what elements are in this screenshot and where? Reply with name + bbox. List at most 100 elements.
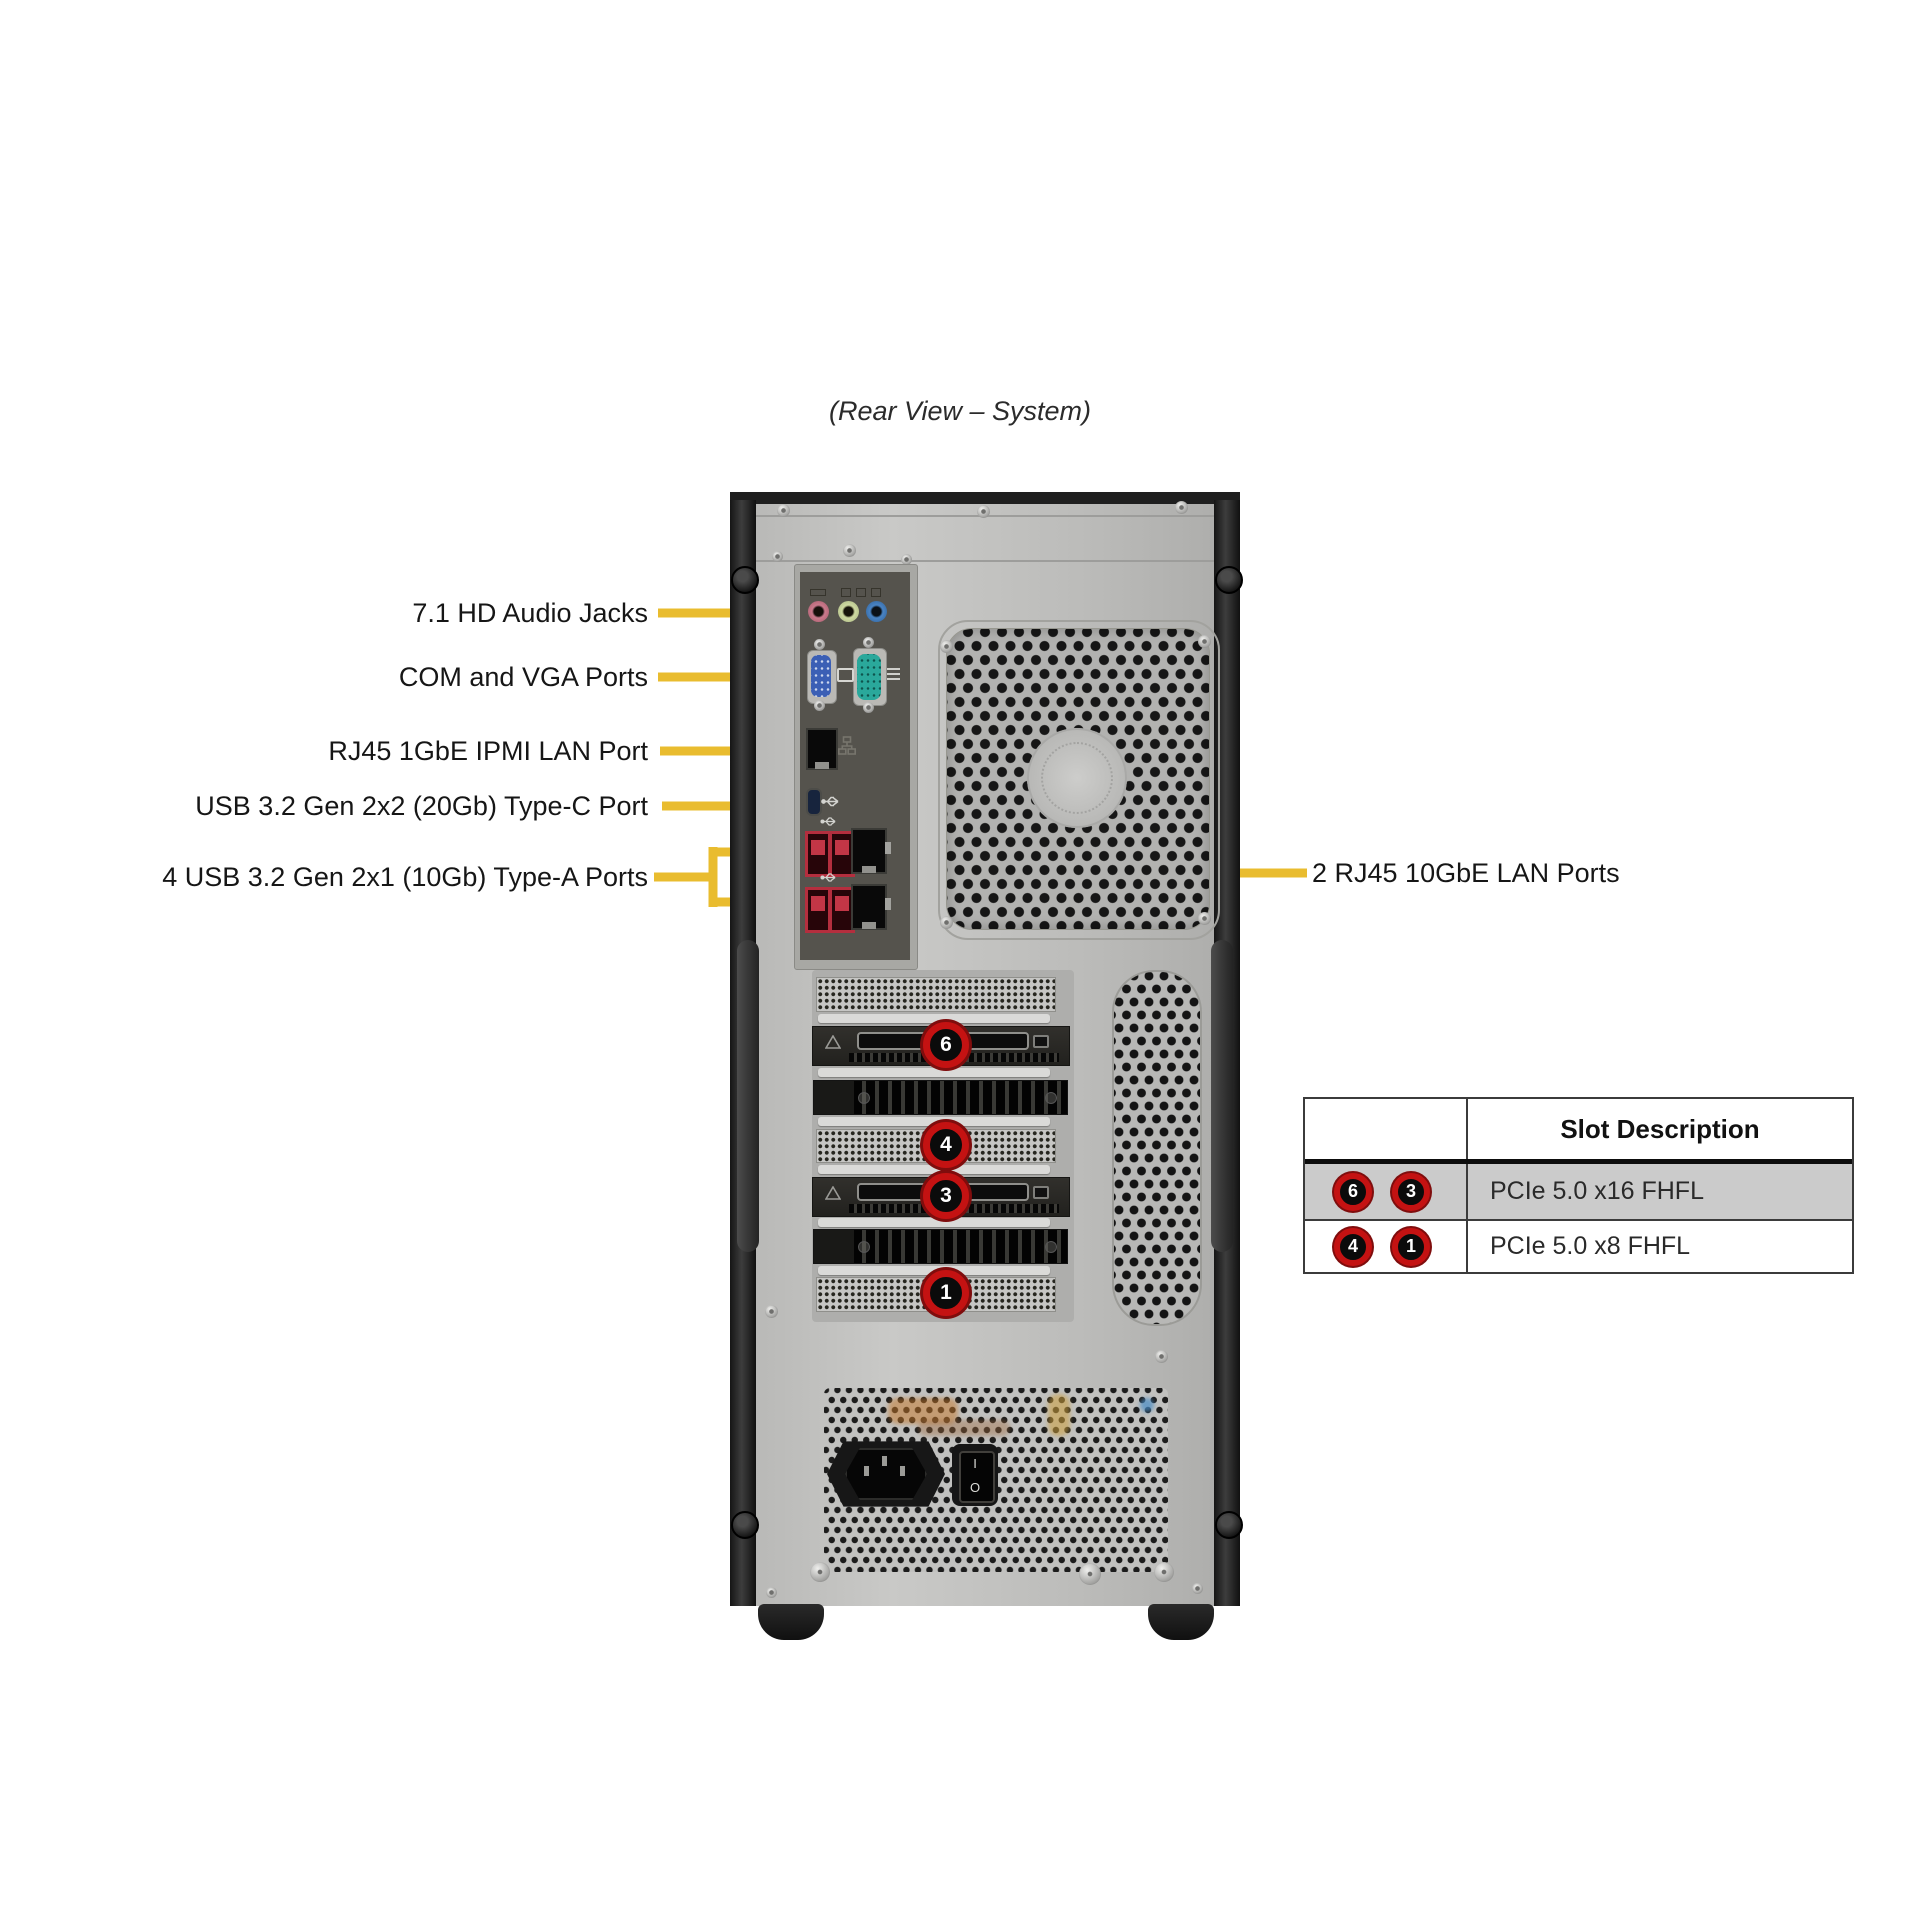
panel-seam: [756, 560, 1214, 562]
screw: [1045, 1092, 1057, 1104]
slot-cover-mesh-7: [816, 977, 1056, 1012]
label-usb-a: 4 USB 3.2 Gen 2x1 (10Gb) Type-A Ports: [162, 862, 648, 892]
usb-icon: [821, 796, 839, 807]
psu-wire-color-dots: [1140, 1398, 1154, 1412]
screw: [777, 504, 790, 517]
vga-port: [811, 655, 831, 697]
screw: [863, 637, 874, 648]
left-handle: [737, 940, 759, 1252]
psu-wire-color-dots: [918, 1420, 1010, 1436]
chassis-top-edge: [730, 492, 1240, 504]
lan-led: [885, 898, 891, 910]
audio-jack-linein: [866, 601, 887, 622]
ipmi-lan-port: [806, 728, 838, 770]
usb-a-port-1: [805, 831, 831, 877]
screw: [810, 1562, 830, 1582]
displayport-connector: [857, 1183, 931, 1201]
fan-hub: [1027, 728, 1127, 828]
audio-out-icon: [841, 588, 851, 597]
screw: [765, 1305, 778, 1318]
audio-mic-icon: [810, 589, 826, 596]
chassis-foot: [1148, 1604, 1214, 1640]
slot-badge-6: 6: [923, 1022, 969, 1068]
table-header-row: Slot Description: [1305, 1099, 1852, 1164]
label-10gbe-lan: 2 RJ45 10GbE LAN Ports: [1312, 858, 1620, 888]
screw: [766, 1587, 777, 1598]
audio-jack-lineout: [838, 601, 859, 622]
mount-hole: [1079, 1563, 1101, 1585]
screw: [940, 640, 953, 653]
usb-icon: [820, 873, 836, 882]
screw: [814, 639, 825, 650]
label-audio-jacks: 7.1 HD Audio Jacks: [412, 598, 648, 628]
screw: [977, 505, 990, 518]
psu-wire-color-dots: [888, 1398, 958, 1424]
rj45-tab: [862, 922, 876, 929]
slot-separator: [818, 1068, 1050, 1077]
table-badge-1: 1: [1392, 1227, 1430, 1266]
screw: [901, 554, 912, 565]
table-header-slot-description: Slot Description: [1560, 1113, 1760, 1144]
lan-led: [885, 842, 891, 854]
screw: [940, 916, 953, 929]
power-switch-off-mark: O: [969, 1480, 981, 1495]
table-badge-3: 3: [1392, 1172, 1430, 1211]
screw: [1045, 1241, 1057, 1253]
thumbscrew: [731, 566, 759, 594]
slot-separator: [818, 1117, 1050, 1126]
screw: [1198, 635, 1211, 648]
slot-vent-louver: [813, 1229, 1068, 1264]
lan-port-1: [851, 828, 887, 874]
screw: [814, 700, 825, 711]
usb-icon: [820, 817, 836, 826]
network-icon: [838, 736, 856, 755]
slot-separator: [818, 1014, 1050, 1023]
slot-badge-3: 3: [923, 1173, 969, 1219]
audio-spdif-icon: [871, 588, 881, 597]
table-row: 4 1 PCIe 5.0 x8 FHFL: [1305, 1221, 1852, 1272]
screw: [858, 1092, 870, 1104]
warning-icon: [825, 1186, 841, 1200]
slot-description-text: PCIe 5.0 x8 FHFL: [1490, 1232, 1691, 1260]
label-ipmi-lan: RJ45 1GbE IPMI LAN Port: [328, 736, 648, 766]
chassis-foot: [758, 1604, 824, 1640]
screw: [863, 702, 874, 713]
thumbscrew: [731, 1511, 759, 1539]
audio-jack-mic: [808, 601, 829, 622]
screw: [1154, 1562, 1174, 1582]
screw: [1192, 1583, 1203, 1594]
rj45-tab: [815, 762, 829, 769]
table-row: 6 3 PCIe 5.0 x16 FHFL: [1305, 1164, 1852, 1221]
slot-vent-louver: [813, 1080, 1068, 1115]
right-handle: [1211, 940, 1233, 1252]
figure-title: (Rear View – System): [828, 396, 1092, 426]
table-badge-6: 6: [1334, 1172, 1372, 1211]
thumbscrew: [1215, 1511, 1243, 1539]
power-pin: [900, 1466, 905, 1476]
screw: [858, 1241, 870, 1253]
usb-a-port-2: [829, 831, 855, 877]
warning-icon: [825, 1035, 841, 1049]
rj45-tab: [862, 866, 876, 873]
audio-in-icon: [856, 588, 866, 597]
fan-plate: [938, 620, 1220, 940]
connector-bit: [1033, 1186, 1049, 1199]
lan-port-2: [851, 884, 887, 930]
power-pin: [882, 1456, 887, 1466]
serial-icon: [887, 668, 900, 680]
psu-wire-color-dots: [1048, 1394, 1070, 1436]
slot-separator: [818, 1165, 1050, 1174]
screw: [1175, 501, 1188, 514]
monitor-icon: [837, 668, 854, 682]
usb-c-port: [806, 788, 822, 816]
table-header-badges: [1305, 1099, 1468, 1159]
com-port: [857, 654, 881, 700]
power-pin: [864, 1466, 869, 1476]
slot-badge-4: 4: [923, 1122, 969, 1168]
power-switch-on-mark: I: [973, 1456, 977, 1471]
label-usb-c: USB 3.2 Gen 2x2 (20Gb) Type-C Port: [195, 791, 648, 821]
screw: [843, 544, 856, 557]
screw: [772, 551, 783, 562]
slot-badge-1: 1: [923, 1270, 969, 1316]
slot-separator: [818, 1218, 1050, 1227]
